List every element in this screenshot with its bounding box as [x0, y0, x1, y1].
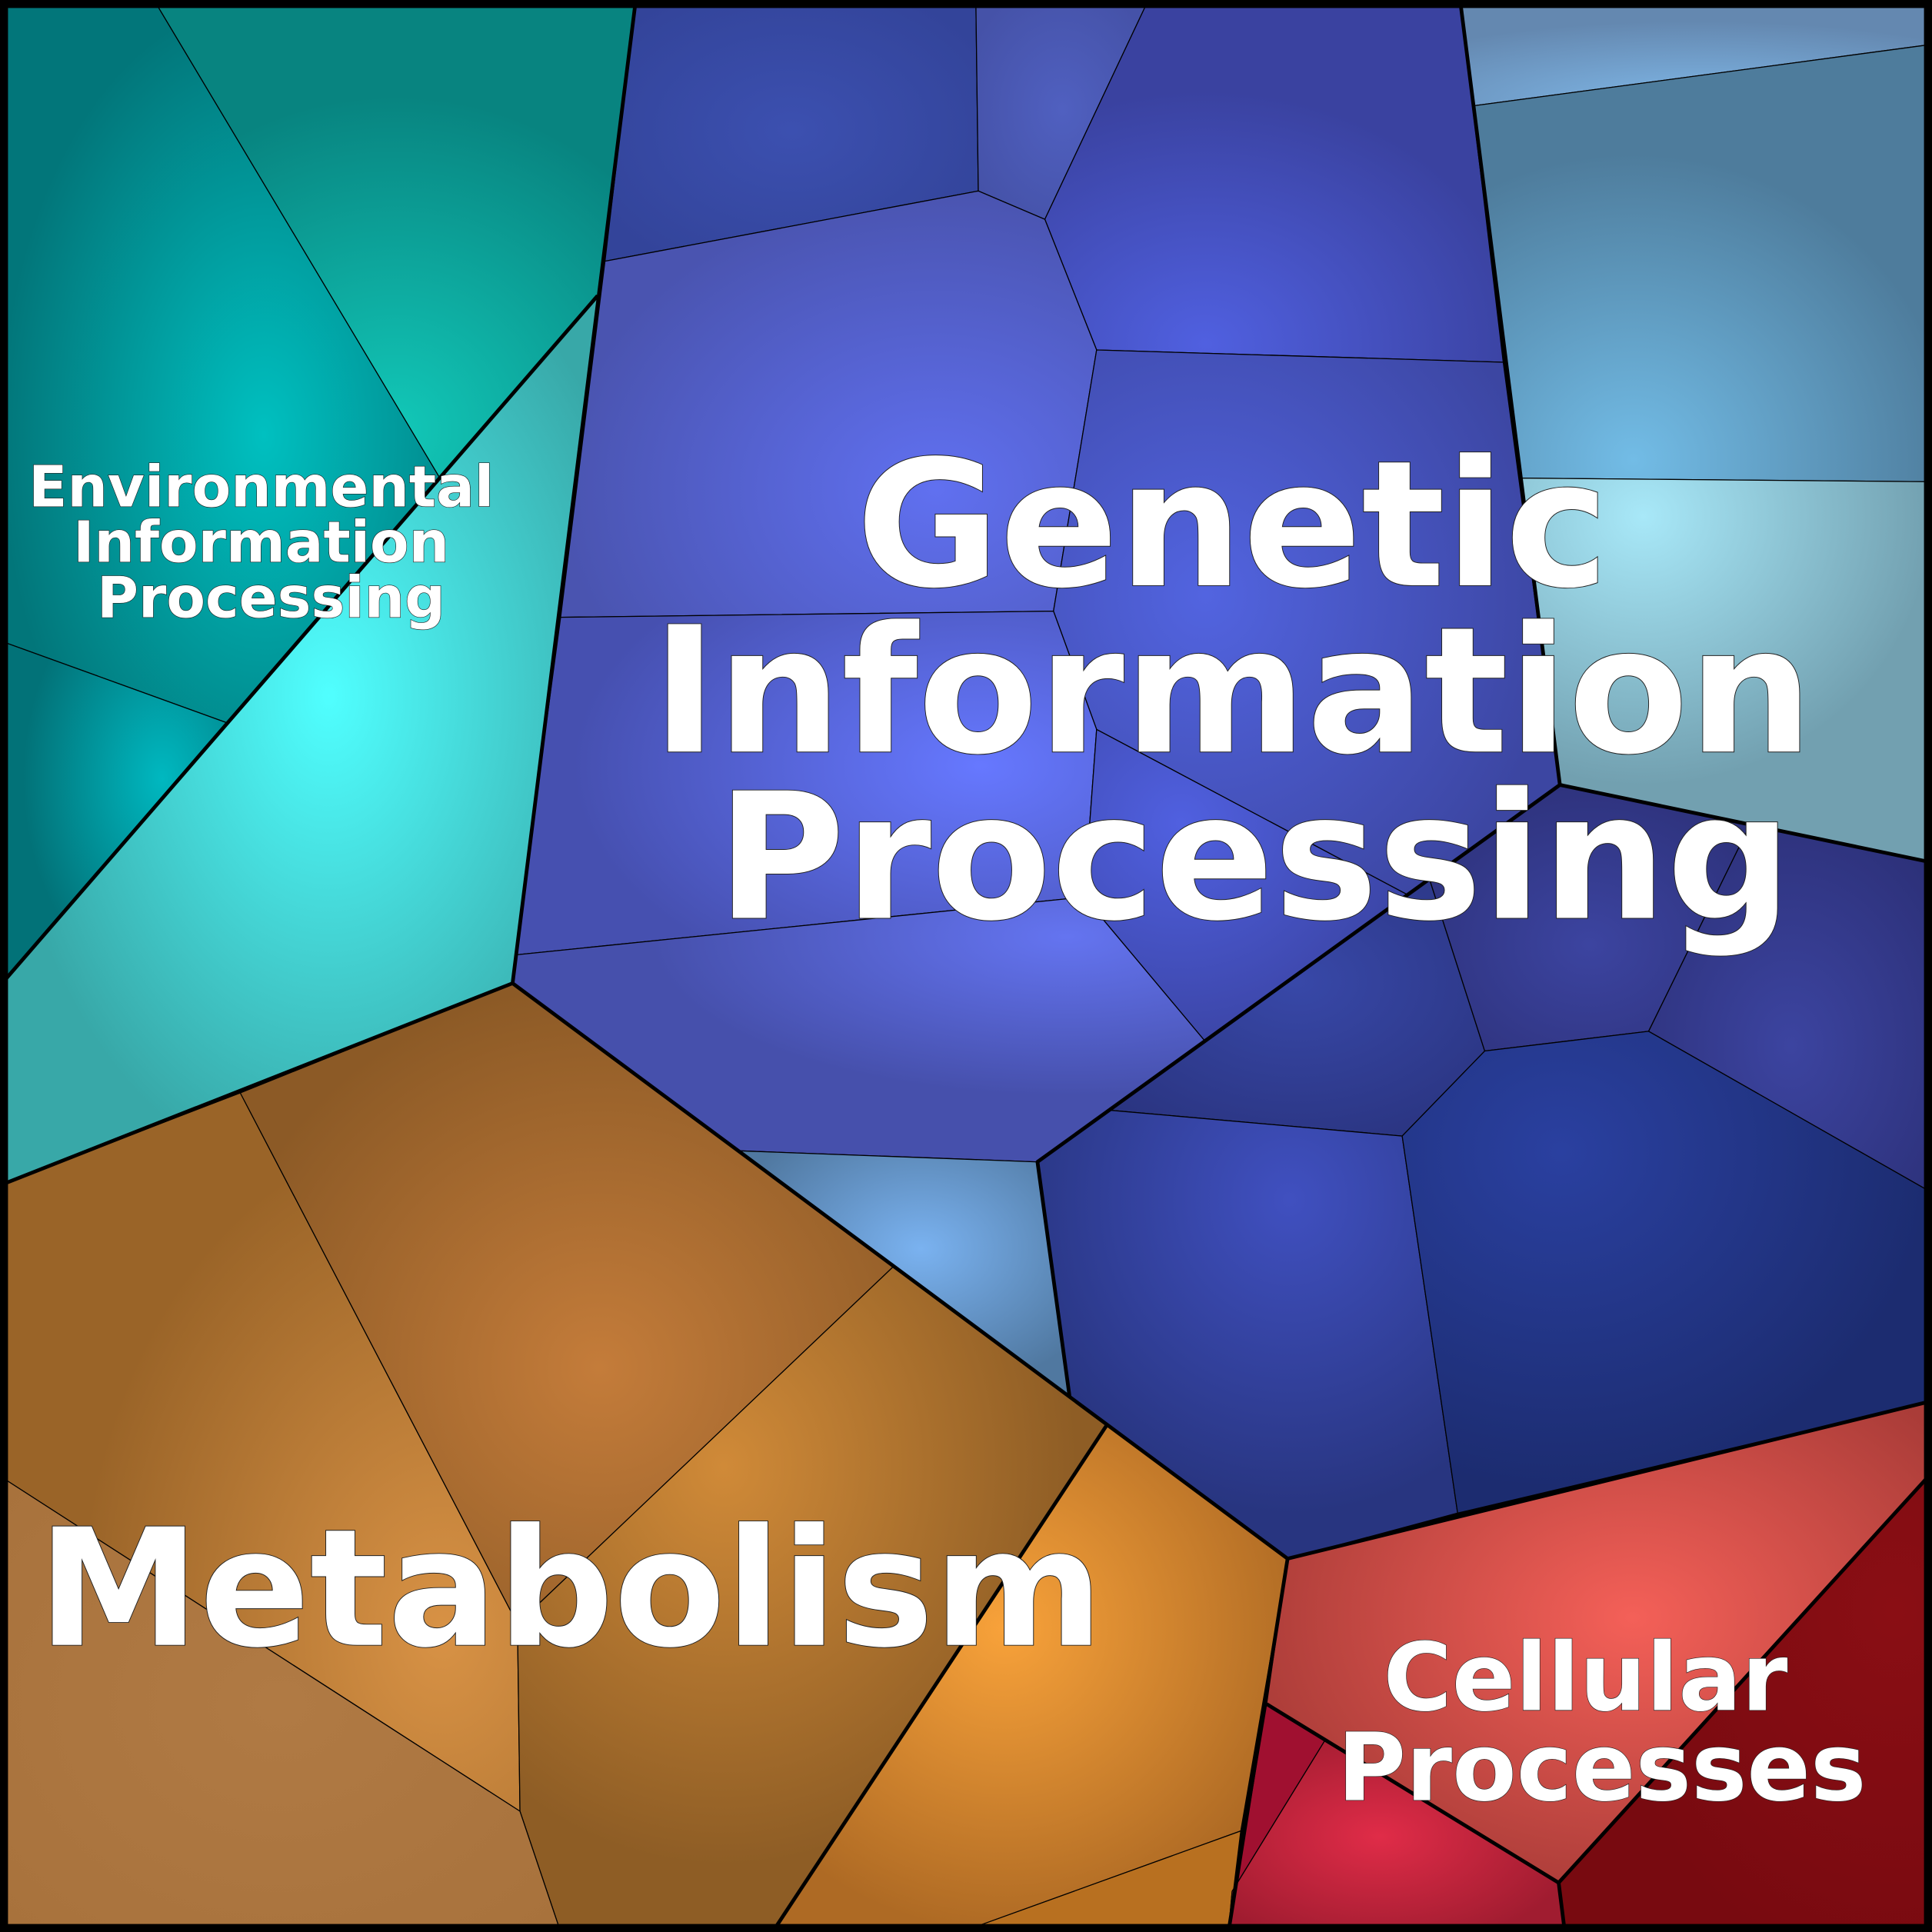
- label-line: Processes: [1337, 1714, 1867, 1823]
- metabolism-label: Metabolism: [38, 1494, 1103, 1684]
- label-line: Processing: [97, 566, 445, 631]
- genetic-group: [511, 0, 1932, 1560]
- label-line: Environmental: [28, 455, 494, 520]
- label-line: Information: [652, 589, 1813, 793]
- environmental-label: Environmental Information Processing: [28, 455, 514, 631]
- environmental-group: [0, 0, 637, 1186]
- genetic-label: Genetic Information Processing: [652, 423, 1874, 960]
- metabolism-group: [0, 982, 1288, 1932]
- cell: [1471, 44, 1932, 483]
- label-line: Genetic: [856, 423, 1609, 627]
- label-line: Cellular: [1383, 1624, 1787, 1733]
- cell: [1401, 1031, 1932, 1514]
- cellular-label: Cellular Processes: [1337, 1624, 1867, 1823]
- label-line: Metabolism: [38, 1494, 1103, 1684]
- label-line: Information: [73, 511, 449, 576]
- cell: [0, 1475, 561, 1932]
- label-line: Processing: [717, 756, 1792, 960]
